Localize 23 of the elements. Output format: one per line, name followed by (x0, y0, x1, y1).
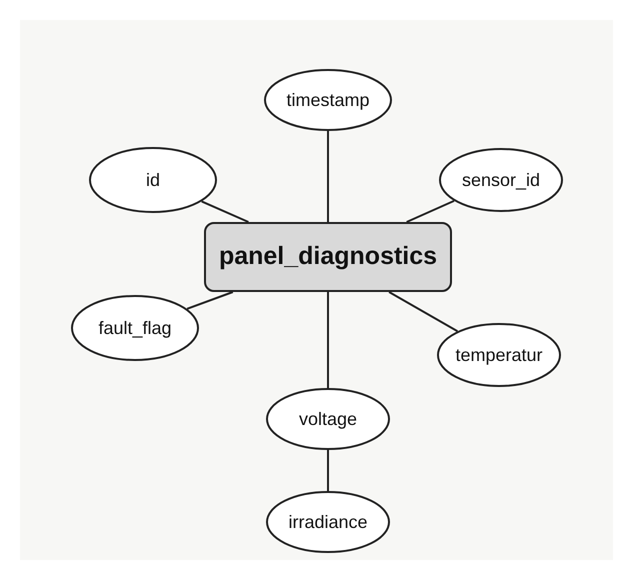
attribute-ellipse (71, 295, 199, 361)
attribute-name: sensor_id (462, 168, 540, 192)
attribute-name: voltage (298, 408, 358, 431)
attribute-ellipse (266, 491, 390, 553)
attribute-ellipse (89, 147, 217, 213)
attribute-name: timestamp (286, 88, 370, 112)
connector-line (388, 291, 458, 332)
attribute-name: temperatur (455, 344, 543, 367)
attribute-ellipse (266, 388, 390, 450)
attribute-name: id (146, 168, 160, 192)
connector-line (186, 291, 234, 310)
entity-name: panel_diagnostics (218, 241, 438, 272)
connector-line (327, 450, 329, 491)
attribute-ellipse (437, 323, 561, 387)
entity-box (204, 222, 452, 292)
attribute-ellipse (439, 148, 563, 212)
attribute-name: fault_flag (98, 316, 172, 340)
attribute-name: irradiance (288, 510, 368, 534)
connector-line (327, 131, 329, 222)
connector-line (327, 292, 329, 388)
connector-line (406, 200, 454, 223)
connector-line (201, 200, 249, 223)
attribute-ellipse (264, 69, 392, 131)
